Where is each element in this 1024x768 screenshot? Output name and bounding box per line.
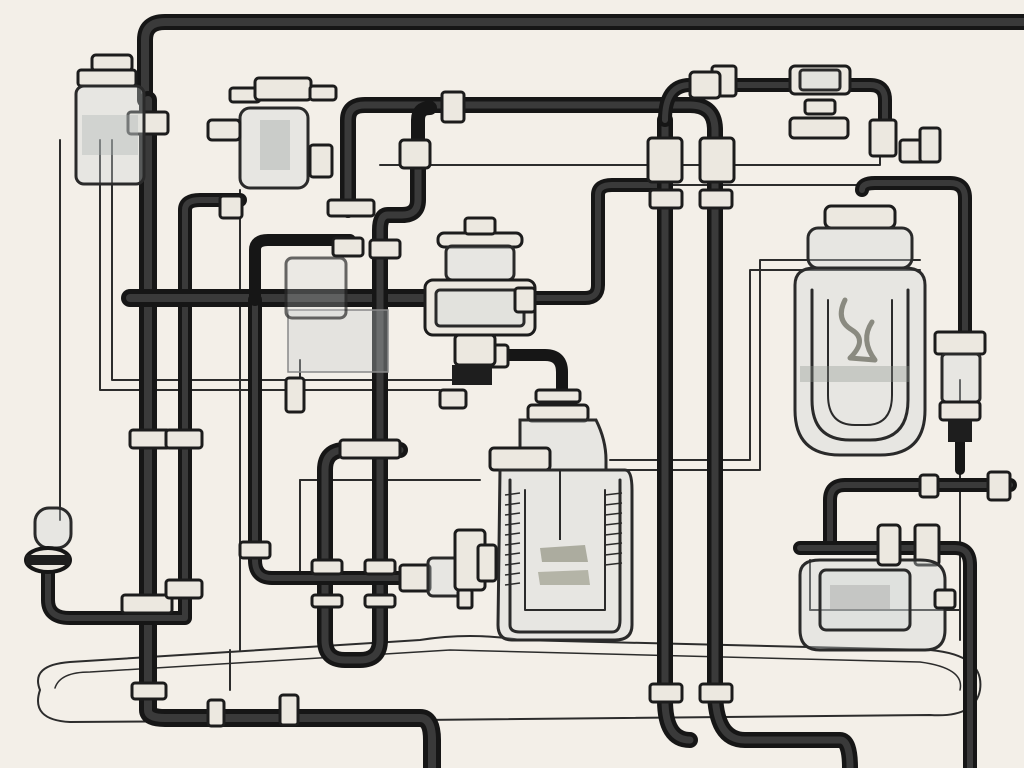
float-chamber [24,506,73,574]
reservoir-jar [74,53,146,186]
sight-glass [284,256,348,320]
floor-outline-inner [54,649,962,691]
vacuum-gauge [206,76,338,190]
sensor-cartridge [933,330,987,442]
flask [488,388,634,642]
main-valve [423,216,537,385]
check-valve [688,64,852,140]
inline-filter [398,528,498,610]
ghost-panel [287,309,389,373]
coil-jar [793,204,927,457]
pump-unit [798,523,957,652]
